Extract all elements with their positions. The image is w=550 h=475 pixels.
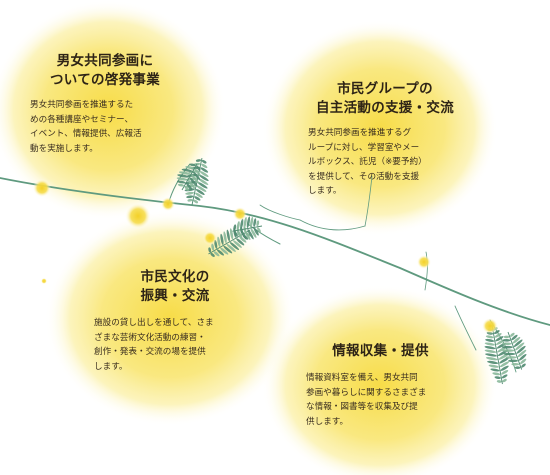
blob-layer	[0, 0, 498, 475]
mimosa-flower-icon	[41, 278, 47, 284]
mimosa-flower-icon	[482, 318, 498, 334]
leaf-layer	[176, 157, 527, 385]
blob-4	[262, 285, 498, 475]
section-card-information: 情報収集・提供 情報資料室を備え、男女共同 参画や暮らしに関するさまざま な情報…	[298, 342, 463, 429]
section-card-awareness: 男女共同参画に ついての啓発事業 男女共同参画を推進するた めの各種講座やセミナ…	[30, 52, 180, 156]
blob-1	[0, 0, 226, 220]
section-title: 情報収集・提供	[332, 343, 429, 359]
section-description: 施設の貸し出しを通して、さま ざまな芸術文化活動の練習・ 創作・発表・交流の場を…	[94, 318, 214, 372]
section-description: 男女共同参画を推進するグ ループに対し、学習室やメー ルボックス、託児（※要予約…	[308, 128, 427, 196]
mimosa-flower-icon	[33, 179, 51, 197]
flower-layer	[33, 179, 498, 334]
section-description: 情報資料室を備え、男女共同 参画や暮らしに関するさまざま な情報・図書等を収集及…	[306, 373, 427, 427]
mimosa-leaf-icon	[176, 163, 201, 191]
blob-3	[45, 210, 295, 426]
mimosa-flower-icon	[417, 255, 431, 269]
mimosa-leaf-icon	[232, 216, 263, 240]
section-card-citizen-groups: 市民グループの 自主活動の支援・交流 男女共同参画を推進するグ ループに対し、学…	[300, 80, 470, 199]
section-title: 男女共同参画に ついての啓発事業	[50, 53, 160, 88]
section-title: 市民文化の 振興・交流	[140, 269, 210, 304]
section-card-citizen-culture: 市民文化の 振興・交流 施設の貸し出しを通して、さま ざまな芸術文化活動の練習・…	[90, 268, 260, 374]
section-title: 市民グループの 自主活動の支援・交流	[316, 81, 454, 116]
mimosa-flower-icon	[203, 231, 217, 245]
mimosa-flower-icon	[233, 207, 247, 221]
mimosa-leaf-icon	[501, 331, 527, 370]
section-description: 男女共同参画を推進するた めの各種講座やセミナー、 イベント、情報提供、広報活 …	[30, 100, 142, 154]
mimosa-flower-icon	[161, 197, 175, 211]
mimosa-flower-icon	[125, 203, 151, 229]
blob-2	[262, 20, 498, 236]
